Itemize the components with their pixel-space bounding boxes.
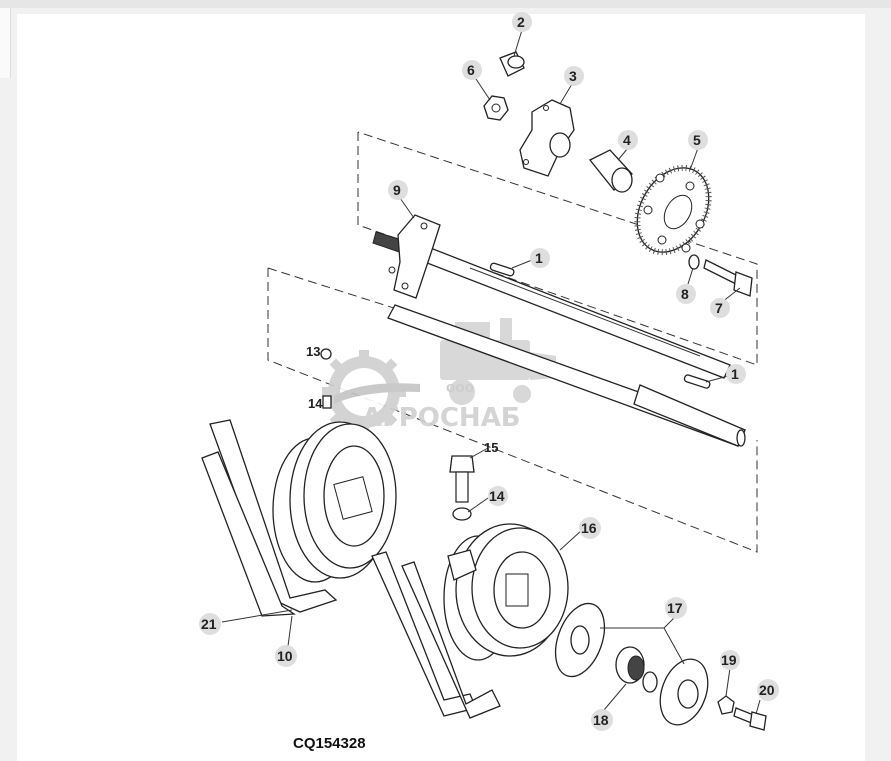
- callout-16: 16: [581, 520, 597, 536]
- callout-1-lower: 1: [731, 366, 739, 382]
- left-pulley: [272, 421, 397, 583]
- callout-14-top: 14: [308, 396, 323, 411]
- assembly-outlines: [267, 131, 758, 553]
- bolt-20: [733, 707, 767, 731]
- coupling-disc-5: [634, 164, 712, 256]
- part-15: [322, 395, 332, 409]
- leader-lines: [221, 29, 761, 715]
- watermark-prefix: ООО: [446, 382, 474, 395]
- side-panel-edge: [0, 8, 11, 78]
- callout-10: 10: [277, 648, 293, 664]
- spacer-4: [588, 149, 633, 193]
- callout-1-upper: 1: [535, 250, 543, 266]
- flange-yoke-9: [388, 214, 441, 299]
- callout-3: 3: [569, 68, 577, 84]
- part-13: [320, 348, 332, 360]
- callout-18: 18: [593, 712, 609, 728]
- callout-8: 8: [681, 286, 689, 302]
- callout-6: 6: [467, 62, 475, 78]
- top-bar: [0, 0, 891, 8]
- bushing-kit-17: [554, 602, 709, 726]
- callout-20: 20: [759, 682, 775, 698]
- lower-shaft: [387, 304, 746, 447]
- callout-5: 5: [693, 132, 701, 148]
- nut-19: [717, 695, 735, 715]
- washer-14: [452, 507, 472, 521]
- callout-13: 13: [306, 344, 320, 359]
- callout-21: 21: [201, 616, 217, 632]
- watermark-company: АГРОСНАБ: [362, 403, 521, 433]
- pulley-16: [443, 523, 569, 661]
- callout-15: 15: [484, 440, 498, 455]
- callout-4: 4: [623, 132, 631, 148]
- bushing-2: [499, 51, 525, 77]
- diagram-code: CQ154328: [293, 735, 366, 752]
- lower-belts: [371, 551, 501, 719]
- callout-2: 2: [517, 14, 525, 30]
- callout-9: 9: [393, 182, 401, 198]
- callout-17: 17: [667, 600, 683, 616]
- callout-7: 7: [715, 300, 723, 316]
- v-belt-10: [201, 451, 296, 617]
- callout-labels: 2 6 3 4 5 9 1 8 7 1 13 14 15 14 16 21 10…: [201, 14, 775, 728]
- nut-6: [483, 95, 509, 121]
- callout-14: 14: [489, 488, 505, 504]
- gear-logo-icon: [322, 350, 420, 434]
- callout-19: 19: [721, 652, 737, 668]
- flange-yoke-3: [519, 99, 575, 177]
- key-1-upper: [489, 262, 515, 277]
- key-1-lower: [683, 374, 711, 389]
- callout-bubbles: [199, 12, 779, 731]
- bolt-15: [449, 455, 475, 503]
- bolt-7: [703, 259, 753, 297]
- washer-8: [688, 254, 700, 270]
